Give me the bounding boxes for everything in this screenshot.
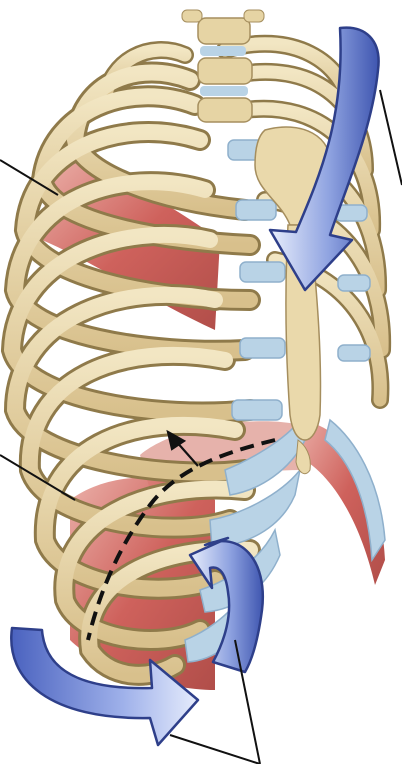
rib-cage-figure [0,0,402,764]
